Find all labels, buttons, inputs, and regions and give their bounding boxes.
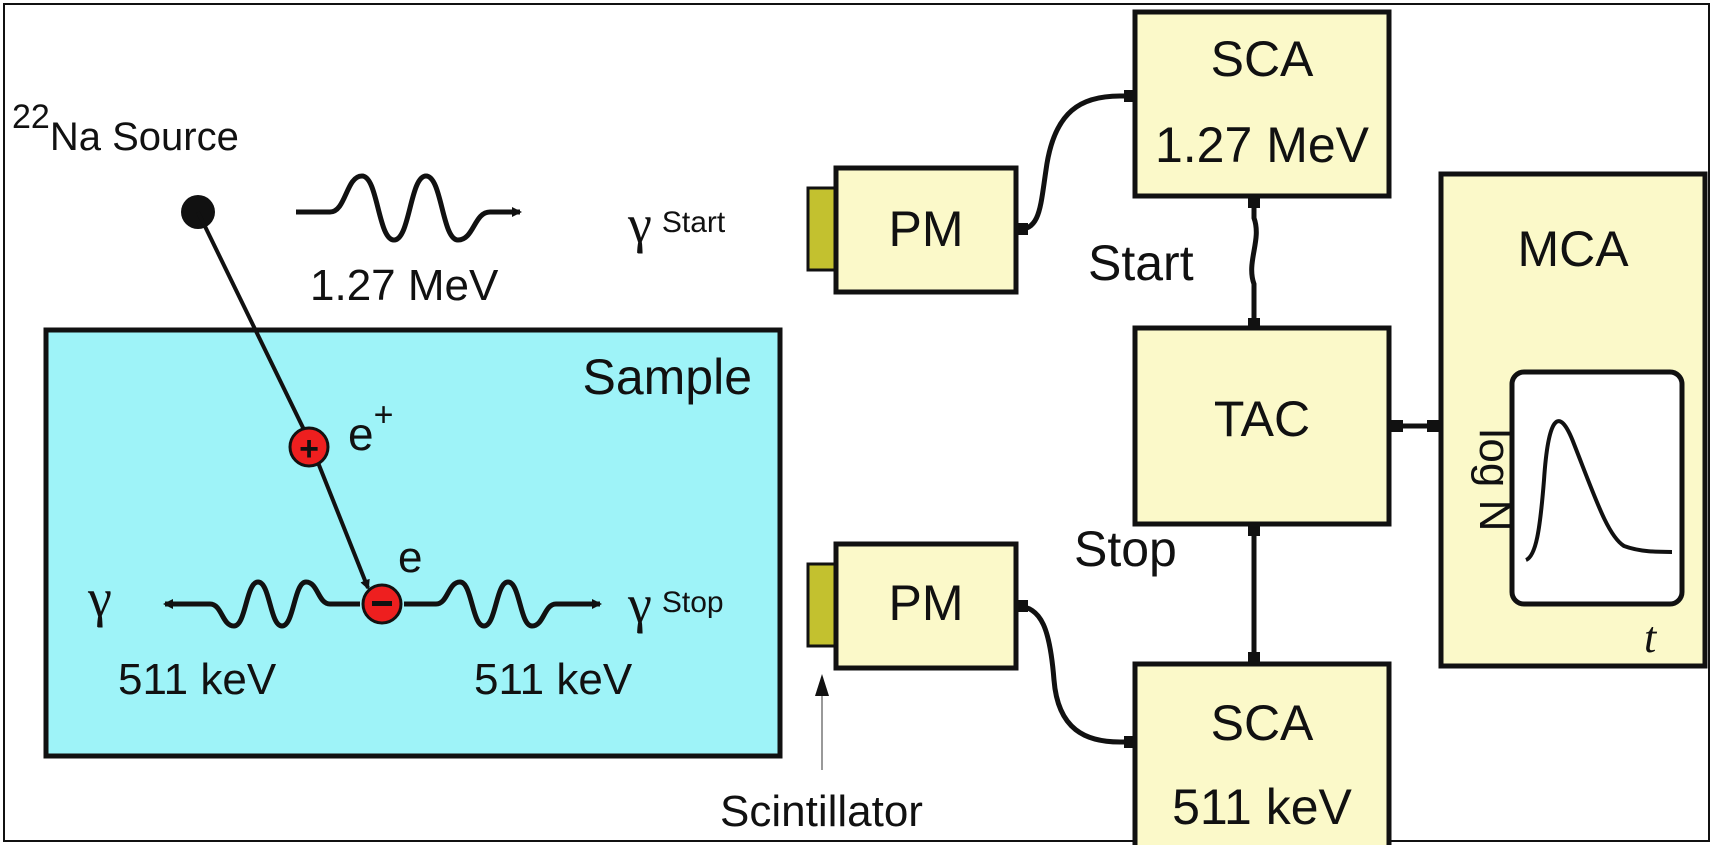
positron-path [196, 211, 311, 441]
connector-sca-bottom-input [1124, 736, 1136, 748]
start-gamma-tag: Start [662, 206, 726, 239]
start-gamma-label: γ Start [627, 194, 726, 254]
positron-particle [288, 426, 330, 468]
scintillator-label: Scintillator [720, 787, 923, 836]
positron-label: e+ [348, 396, 393, 460]
tac-label: TAC [1214, 391, 1310, 447]
positron-charge: + [374, 396, 394, 434]
left-gamma-energy: 511 keV [118, 655, 277, 704]
sca-top-title: SCA [1211, 31, 1314, 87]
pm-bottom-label: PM [889, 575, 964, 631]
sca-bottom-box [1132, 661, 1392, 850]
sample-label: Sample [582, 349, 752, 405]
mca-plot-frame [1509, 369, 1685, 607]
connector-sca-top-input [1124, 90, 1136, 102]
pm-bottom-box [833, 541, 1019, 671]
right-gamma-wave [404, 579, 602, 629]
left-gamma-wave [163, 579, 360, 629]
cable-pm-bottom-to-sca-bottom [1015, 603, 1135, 745]
source-isotope-mass: 22 [12, 98, 50, 136]
stop-signal-label: Stop [1074, 521, 1177, 577]
mca-lifetime-curve [1524, 419, 1673, 562]
stop-gamma-tag: Stop [662, 586, 724, 619]
mca-plot-ylabel-text: log N [1470, 429, 1519, 532]
cable-pm-top-to-sca-top [1015, 93, 1135, 233]
mca-plot-xlabel: t [1644, 613, 1658, 662]
connector-tac-output [1389, 420, 1403, 432]
positron-sign-icon: + [299, 430, 319, 468]
start-gamma-symbol: γ [627, 194, 652, 254]
connector-sca-bottom-output [1248, 652, 1260, 664]
cable-sca-top-to-tac [1249, 196, 1259, 328]
connector-pm-top-output [1016, 223, 1028, 235]
sca-bottom-energy: 511 keV [1172, 779, 1352, 835]
pm-top-box [833, 165, 1019, 295]
electron-sign-icon [372, 601, 392, 606]
pm-top-label: PM [889, 201, 964, 257]
sca-top-box [1132, 9, 1392, 199]
stop-gamma-symbol: γ [627, 574, 652, 634]
source-element: Na Source [50, 115, 239, 159]
sca-top-energy: 1.27 MeV [1155, 117, 1370, 173]
connector-mca-input [1427, 420, 1441, 432]
connector-pm-bottom-output [1016, 600, 1028, 612]
connector-sca-top-output [1248, 196, 1260, 208]
left-gamma-symbol: γ [87, 568, 112, 628]
mca-plot-ylabel: log N [1470, 429, 1519, 532]
sca-bottom-title: SCA [1211, 695, 1314, 751]
positron-symbol: e [348, 408, 374, 460]
right-gamma-energy: 511 keV [474, 655, 633, 704]
mca-label: MCA [1517, 221, 1629, 277]
source-label: 22Na Source [12, 98, 239, 159]
start-gamma-wave [296, 173, 522, 243]
scintillator-pointer-arrow-icon [815, 674, 829, 696]
stop-gamma-label: γ Stop [627, 574, 724, 634]
start-gamma-energy: 1.27 MeV [310, 261, 499, 310]
sample-box [43, 327, 783, 759]
connector-tac-stop-input [1248, 524, 1260, 536]
electron-label: e [398, 533, 422, 582]
start-signal-label: Start [1088, 235, 1194, 291]
connector-tac-start-input [1248, 318, 1260, 330]
